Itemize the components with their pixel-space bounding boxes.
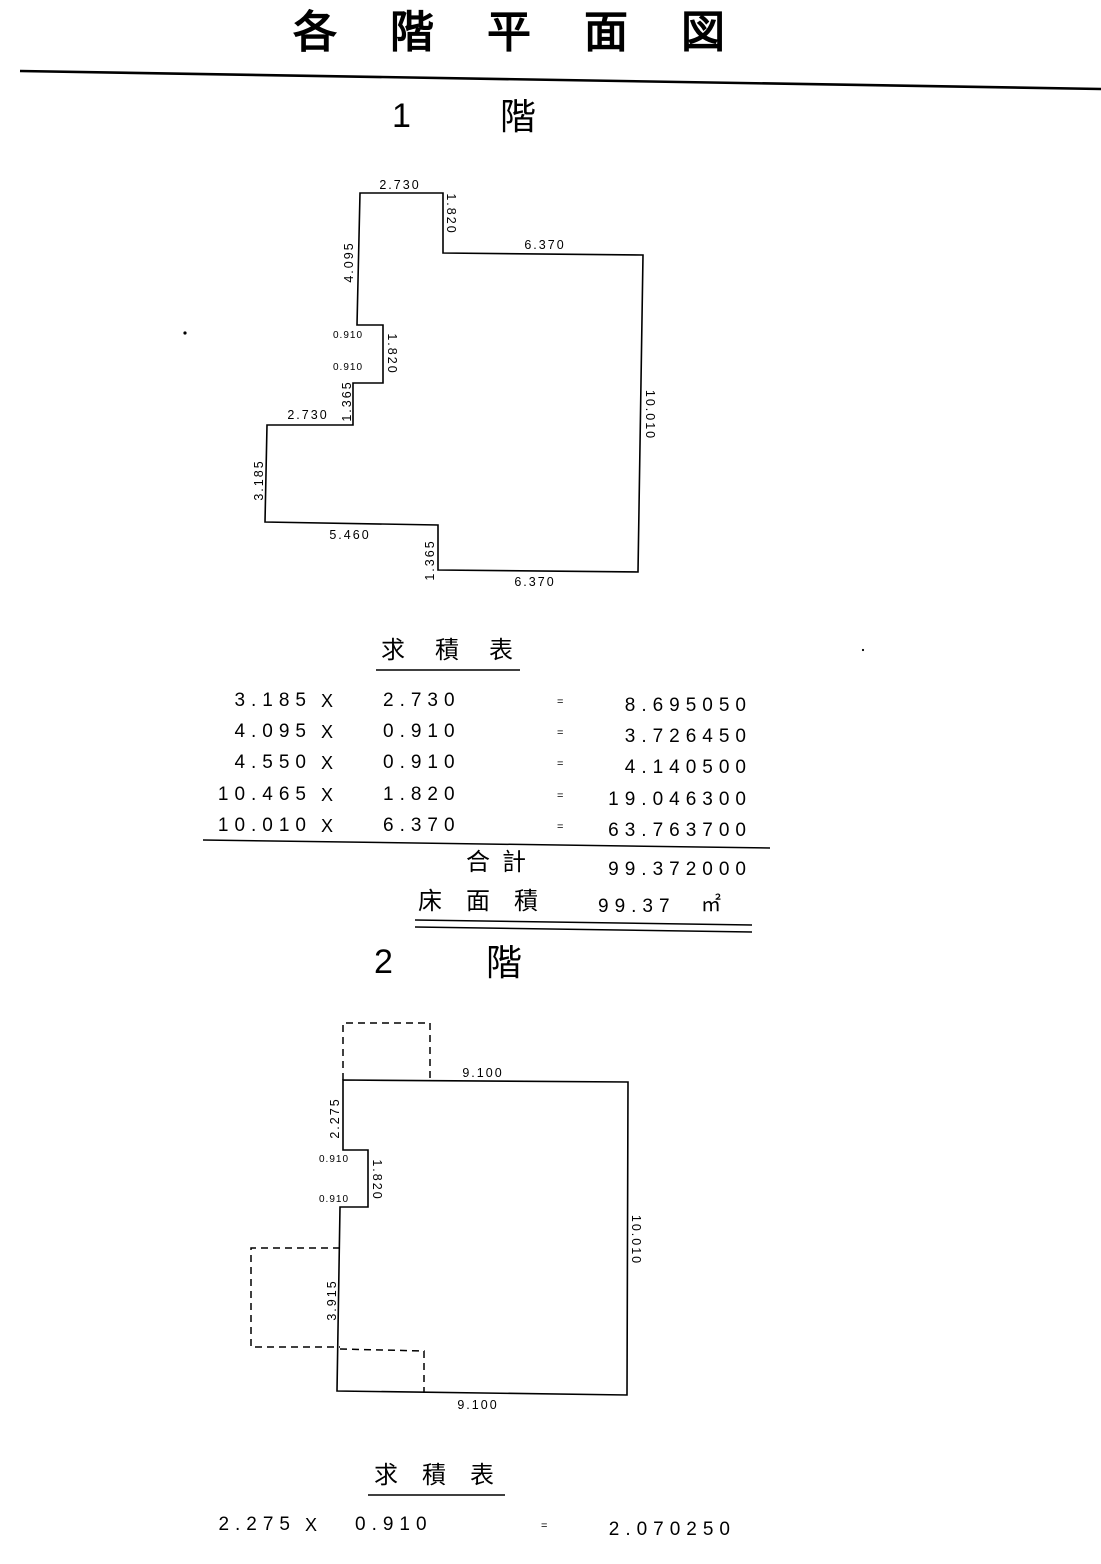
floor1-table-bottom-rule bbox=[202, 839, 771, 849]
floor2-heading-number: 2 bbox=[374, 943, 393, 981]
multiply-sign: X bbox=[321, 753, 334, 773]
floor1-area-row: 10.010 X 6.370 = 63.763700 bbox=[0, 816, 1101, 842]
title-rule bbox=[19, 69, 1101, 91]
floor1-total-label: 合計 bbox=[466, 849, 538, 876]
scan-speck bbox=[183, 331, 187, 335]
floor1-dim-right-height: 10.010 bbox=[643, 390, 657, 440]
equals-sign: = bbox=[557, 758, 564, 770]
page-title: 各階平面図 bbox=[293, 8, 778, 57]
floor1-area-row: 4.550 X 0.910 = 4.140500 bbox=[0, 753, 1101, 779]
factor-b: 6.370 bbox=[383, 815, 461, 836]
floor1-floor-area-label: 床面積 bbox=[418, 888, 562, 915]
floor2-dashed-left-projection bbox=[250, 1247, 340, 1348]
floor1-dim-mid-step-height: 1.365 bbox=[340, 380, 354, 421]
floor1-outline bbox=[264, 192, 644, 573]
factor-b: 0.910 bbox=[383, 752, 461, 773]
equals-sign: = bbox=[557, 696, 564, 708]
floor2-area-row: 2.275 X 0.910 = 2.070250 bbox=[0, 1515, 1101, 1541]
floor1-dim-upper-left-height: 4.095 bbox=[342, 241, 356, 282]
floor1-dim-top-step-height: 1.820 bbox=[444, 193, 458, 234]
factor-a: 10.010 bbox=[217, 815, 312, 836]
equals-sign: = bbox=[541, 1520, 548, 1532]
floor1-floor-area-unit: ㎡ bbox=[701, 894, 721, 916]
floor1-floor-area-underline-2 bbox=[414, 926, 753, 933]
factor-a: 3.185 bbox=[234, 690, 312, 711]
multiply-sign: X bbox=[321, 691, 334, 711]
floor2-dim-lower-left-height: 3.915 bbox=[325, 1279, 339, 1320]
floor2-plan: 9.100 10.010 9.100 3.915 0.910 1.820 0.9… bbox=[250, 1022, 643, 1412]
floor1-dim-bottom-right-width: 6.370 bbox=[514, 575, 555, 589]
floor1-floor-area-value: 99.37 bbox=[598, 896, 676, 917]
floor2-dim-notch-upper-width: 0.910 bbox=[319, 1154, 349, 1165]
factor-b: 2.730 bbox=[383, 690, 461, 711]
floor2-dim-upper-left-height: 2.275 bbox=[328, 1097, 342, 1138]
floor1-area-row: 4.095 X 0.910 = 3.726450 bbox=[0, 722, 1101, 748]
product: 63.763700 bbox=[608, 820, 752, 841]
product: 3.726450 bbox=[624, 726, 752, 747]
floor1-area-row: 10.465 X 1.820 = 19.046300 bbox=[0, 785, 1101, 811]
floor2-outline bbox=[336, 1079, 629, 1396]
factor-a: 2.275 bbox=[218, 1514, 296, 1535]
product: 2.070250 bbox=[608, 1519, 736, 1540]
floor2-area-table-heading: 求積表 bbox=[374, 1462, 518, 1489]
factor-b: 1.820 bbox=[383, 784, 461, 805]
product: 8.695050 bbox=[624, 695, 752, 716]
floor2-dim-right-height: 10.010 bbox=[629, 1215, 643, 1265]
floor1-dim-notch-upper-width: 0.910 bbox=[333, 330, 363, 341]
floor2-dim-notch-height: 1.820 bbox=[370, 1159, 384, 1200]
floor1-dim-upper-right-width: 6.370 bbox=[524, 238, 565, 252]
floor1-dim-bottom-step-height: 1.365 bbox=[423, 539, 437, 580]
floor2-dashed-top-projection bbox=[342, 1022, 431, 1082]
equals-sign: = bbox=[557, 790, 564, 802]
floor1-area-table-heading: 求積表 bbox=[381, 637, 543, 664]
multiply-sign: X bbox=[321, 722, 334, 742]
floor1-total-value: 99.372000 bbox=[608, 859, 752, 880]
floor1-dim-notch-height: 1.820 bbox=[385, 333, 399, 374]
floor1-dim-top-width: 2.730 bbox=[379, 178, 420, 192]
floor1-dim-notch-lower-width: 0.910 bbox=[333, 362, 363, 373]
multiply-sign: X bbox=[305, 1515, 318, 1535]
scan-speck bbox=[861, 648, 865, 652]
floor1-heading-number: 1 bbox=[392, 97, 411, 135]
floor2-heading-unit: 階 bbox=[486, 942, 523, 983]
factor-a: 4.095 bbox=[234, 721, 312, 742]
equals-sign: = bbox=[557, 727, 564, 739]
factor-b: 0.910 bbox=[383, 721, 461, 742]
floor1-dim-bottom-left-width: 5.460 bbox=[329, 528, 370, 542]
product: 4.140500 bbox=[624, 757, 752, 778]
factor-b: 0.910 bbox=[355, 1514, 433, 1535]
multiply-sign: X bbox=[321, 785, 334, 805]
floor2-dim-bottom-width: 9.100 bbox=[457, 1398, 498, 1412]
floor2-dim-top-width: 9.100 bbox=[462, 1066, 503, 1080]
floor1-floor-area-underline-1 bbox=[414, 919, 753, 926]
floor2-dim-notch-lower-width: 0.910 bbox=[319, 1194, 349, 1205]
factor-a: 4.550 bbox=[234, 752, 312, 773]
floor1-area-row: 3.185 X 2.730 = 8.695050 bbox=[0, 691, 1101, 717]
factor-a: 10.465 bbox=[217, 784, 312, 805]
floor1-dim-mid-left-width: 2.730 bbox=[287, 408, 328, 422]
floor1-heading-unit: 階 bbox=[500, 96, 537, 137]
equals-sign: = bbox=[557, 821, 564, 833]
multiply-sign: X bbox=[321, 816, 334, 836]
floor2-dashed-bottom-projection bbox=[339, 1348, 425, 1393]
floor1-dim-left-height: 3.185 bbox=[252, 459, 266, 500]
floor1-plan: 2.730 1.820 6.370 10.010 6.370 1.365 5.4… bbox=[252, 178, 657, 589]
product: 19.046300 bbox=[608, 789, 752, 810]
